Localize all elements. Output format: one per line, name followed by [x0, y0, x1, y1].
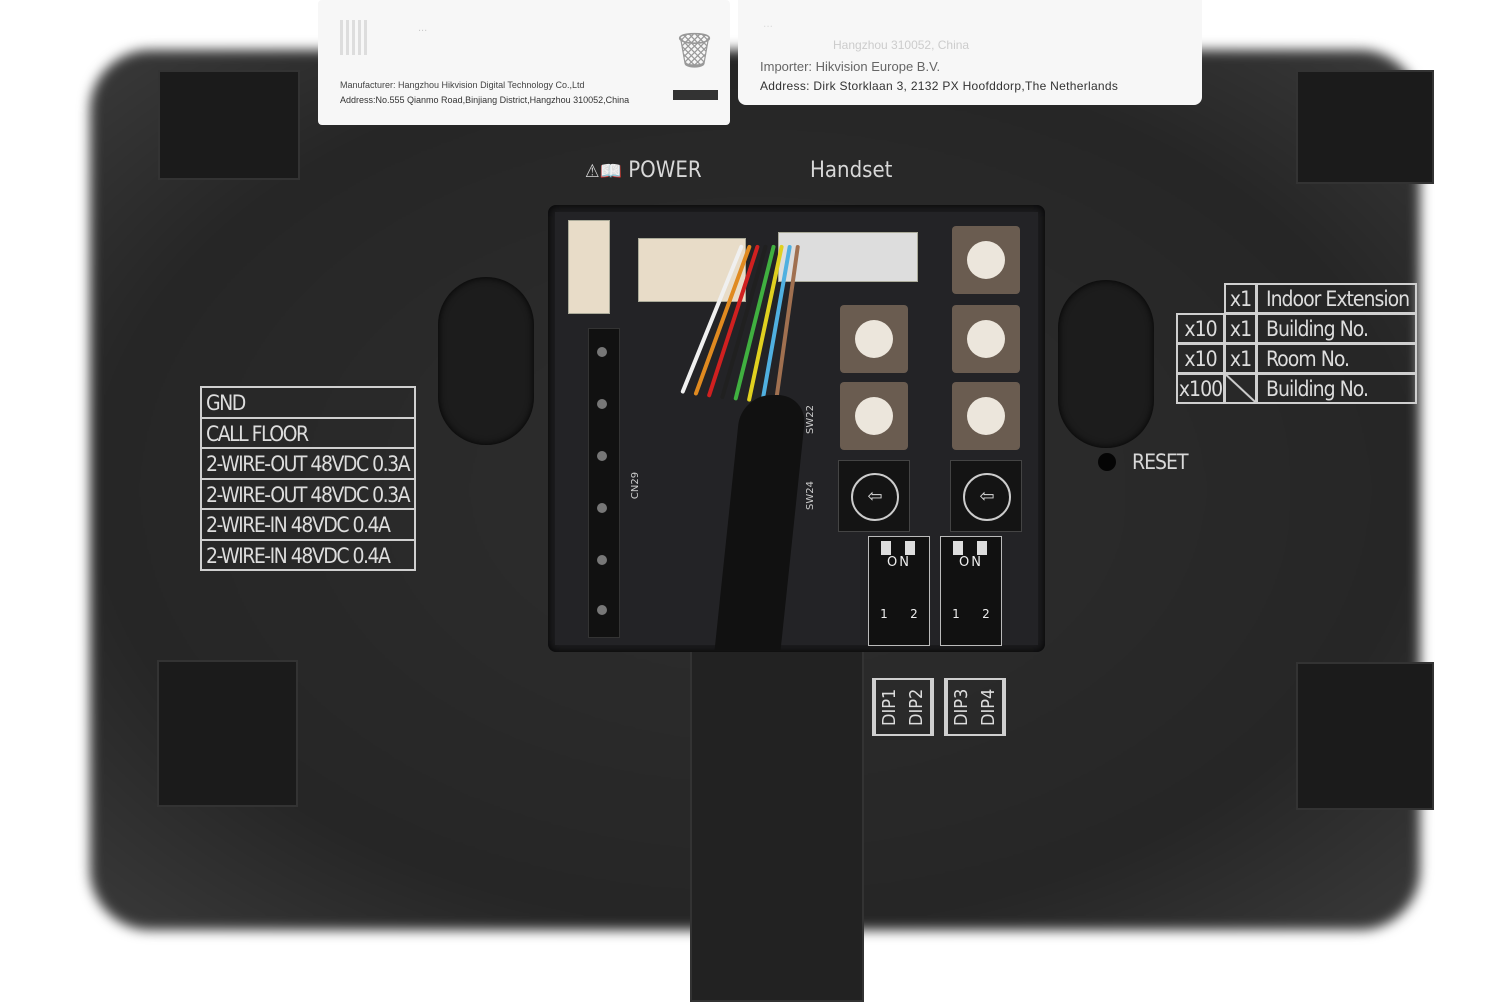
cn29-header	[588, 328, 620, 638]
rotary-switch[interactable]	[952, 382, 1020, 450]
sw24-label: SW24	[804, 481, 816, 510]
arrow-left-icon: ⇦	[851, 473, 899, 521]
handset-connector[interactable]	[778, 232, 918, 282]
reset-label: RESET	[1132, 450, 1189, 474]
faded-line: ...	[763, 16, 774, 30]
mounting-hole-right	[1058, 280, 1154, 448]
power-label: ⚠📖 POWER	[585, 158, 702, 183]
importer-text: Importer: Hikvision Europe B.V.	[760, 59, 941, 74]
rotary-switch[interactable]	[840, 305, 908, 373]
terminal-row: 2-WIRE-IN 48VDC 0.4A	[206, 543, 391, 568]
mounting-slot-bottom-right	[1296, 662, 1434, 810]
city-text: Hangzhou 310052, China	[833, 38, 970, 52]
manufacturer-text: Manufacturer: Hangzhou Hikvision Digital…	[340, 80, 585, 90]
arrow-left-icon: ⇦	[963, 473, 1011, 521]
handset-label: Handset	[810, 158, 893, 183]
terminal-row: 2-WIRE-OUT 48VDC 0.3A	[202, 480, 414, 510]
terminal-table: GND CALL FLOOR 2-WIRE-OUT 48VDC 0.3A 2-W…	[200, 386, 416, 571]
qr-code	[340, 20, 370, 55]
manufacturer-address: Address:No.555 Qianmo Road,Binjiang Dist…	[340, 95, 630, 105]
importer-label: ... Hangzhou 310052, China Importer: Hik…	[738, 0, 1202, 105]
rotary-switch-sealed[interactable]: ⇦	[950, 460, 1022, 532]
cn29-label: CN29	[630, 471, 642, 500]
sw22-label: SW22	[804, 405, 816, 434]
weee-bin-icon: 🗑	[673, 32, 717, 70]
power-connector[interactable]	[568, 220, 610, 314]
cable-channel	[690, 652, 864, 1002]
mounting-slot-top-left	[158, 70, 300, 180]
terminal-row: CALL FLOOR	[202, 419, 414, 449]
terminal-row: 2-WIRE-OUT 48VDC 0.3A	[202, 449, 414, 480]
terminal-connector[interactable]	[638, 238, 746, 302]
mounting-slot-top-right	[1296, 70, 1434, 184]
mounting-slot-bottom-left	[157, 660, 298, 807]
faded-code: ...	[418, 22, 428, 34]
rotary-switch[interactable]	[952, 226, 1020, 294]
rotary-switch-sealed[interactable]: ⇦	[838, 460, 910, 532]
importer-address: Address: Dirk Storklaan 3, 2132 PX Hoofd…	[760, 79, 1119, 93]
terminal-row: GND	[202, 388, 414, 419]
terminal-row: 2-WIRE-IN 48VDC 0.4A	[202, 510, 414, 541]
rotary-switch[interactable]	[952, 305, 1020, 373]
reset-button[interactable]	[1098, 453, 1116, 471]
warning-manual-icon: ⚠📖	[585, 161, 622, 182]
rotary-switch[interactable]	[840, 382, 908, 450]
manufacturer-label: ... 🗑 Manufacturer: Hangzhou Hikvision D…	[318, 0, 730, 125]
weee-bar	[673, 90, 718, 100]
mounting-hole-left	[438, 277, 534, 445]
